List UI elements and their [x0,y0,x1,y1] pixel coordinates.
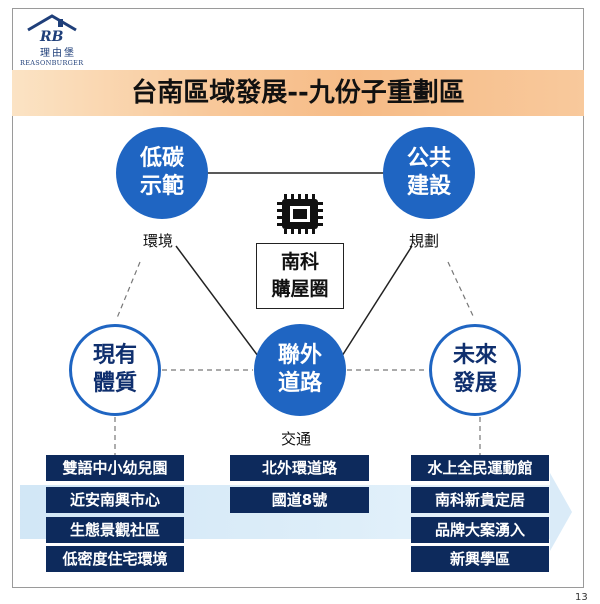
title-bar: 台南區域發展--九份子重劃區 [12,70,584,116]
center-label-line2: 購屋圈 [271,278,329,300]
logo: RB 理由堡 REASONBURGER [20,14,104,67]
node-road-line1: 聯外 [277,343,322,368]
slide-frame [12,8,584,588]
link-low-carbon-road [175,245,259,357]
right-tag: 品牌大案湧入 [411,517,549,543]
left-tag: 雙語中小幼兒園 [46,455,184,481]
logo-chinese: 理由堡 [40,48,76,59]
page-title: 台南區域發展--九份子重劃區 [131,78,465,108]
chip-icon [277,194,323,234]
node-existing-line2: 體質 [92,371,137,396]
node-existing-line1: 現有 [92,343,137,368]
band-arrow-icon [550,473,572,551]
node-road-line2: 道路 [277,371,322,396]
node-future-line2: 發展 [452,371,497,396]
right-tag: 南科新貴定居 [411,487,549,513]
logo-mark: RB [39,29,64,44]
edge-label-planning: 規劃 [409,232,440,250]
node-road: 聯外 道路 [254,324,346,416]
link-public-future [447,261,475,319]
node-future: 未來 發展 [429,324,521,416]
center-box: 南科 購屋圈 [256,243,344,309]
link-low-carbon-existing [116,261,141,319]
middle-tag: 北外環道路 [230,455,369,481]
right-tag: 水上全民運動館 [411,455,549,481]
center-label-line1: 南科 [280,251,319,273]
left-tag: 低密度住宅環境 [46,546,184,572]
left-tag: 近安南興市心 [46,487,184,513]
middle-tag: 國道8號 [230,487,369,513]
node-low-carbon: 低碳 示範 [116,127,208,219]
right-tag: 新興學區 [411,546,549,572]
left-tag: 生態景觀社區 [46,517,184,543]
house-logo-icon: RB [27,14,77,44]
node-public-line2: 建設 [406,174,451,199]
link-public-road [341,245,413,357]
node-public-construction: 公共 建設 [383,127,475,219]
edge-label-traffic: 交通 [281,430,312,448]
node-existing: 現有 體質 [69,324,161,416]
node-future-line1: 未來 [452,343,497,368]
page-number: 13 [575,592,588,603]
logo-english: REASONBURGER [20,59,84,67]
node-low-carbon-line2: 示範 [139,174,184,199]
node-low-carbon-line1: 低碳 [139,146,184,171]
node-public-line1: 公共 [406,146,451,171]
edge-label-environment: 環境 [143,232,174,250]
